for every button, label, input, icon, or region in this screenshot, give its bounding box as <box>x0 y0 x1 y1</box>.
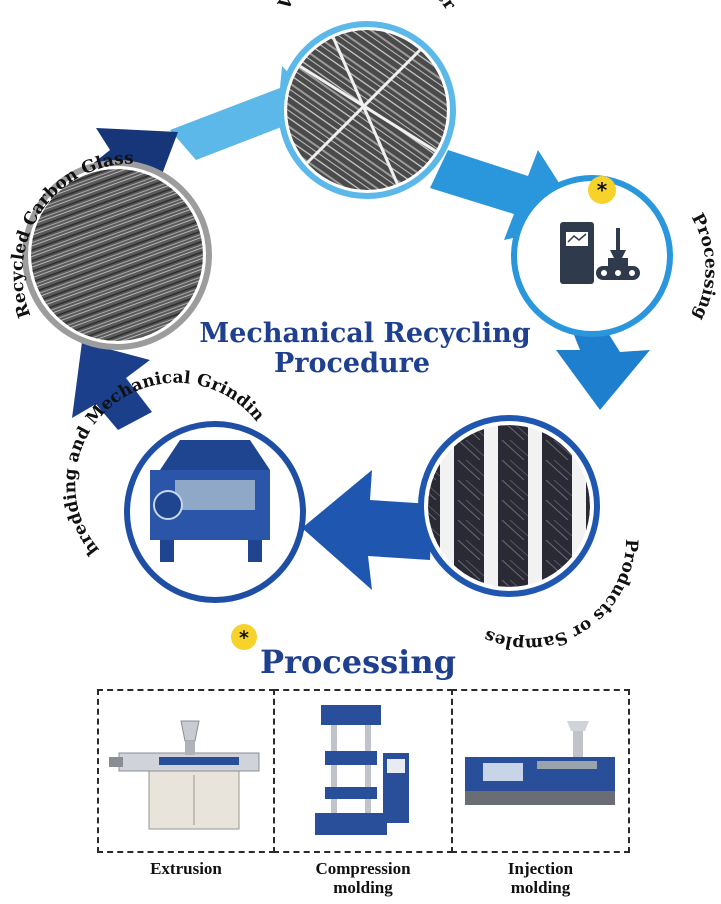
injection-machine-icon <box>465 721 615 805</box>
processing-heading-marker: * <box>239 627 249 649</box>
stage-processing: * Processing <box>511 175 721 337</box>
processing-methods-panel <box>97 689 630 853</box>
carbon-samples-photo <box>428 425 590 587</box>
method-cell-injection-molding <box>451 689 630 853</box>
stage-products-or-samples: Products or Samples <box>418 415 641 654</box>
extruder-machine-icon <box>109 720 260 830</box>
stage-label-processing: Processing <box>687 210 721 323</box>
arrow-processing-to-products <box>556 320 650 410</box>
stage-virgin-carbon-fiber: Virgin Carbon Fiber <box>274 0 460 199</box>
marker-dot-icon <box>588 176 616 204</box>
method-cell-extrusion <box>97 689 275 853</box>
arrow-shredding-to-recycled <box>72 342 152 430</box>
marker-dot-icon <box>231 624 257 650</box>
method-label-extrusion: Extrusion <box>150 859 222 878</box>
arrow-products-to-shredding <box>302 470 432 590</box>
recycled-fiber-photo <box>31 169 203 341</box>
stage-recycled-carbon-glass: Recycled Carbon Glass <box>7 149 212 350</box>
processing-heading: Processing <box>260 643 456 681</box>
stage-label-virgin-carbon-fiber: Virgin Carbon Fiber <box>274 0 460 15</box>
carbon-fiber-micrograph <box>287 30 447 190</box>
center-title-line2: Procedure <box>274 348 430 379</box>
method-cell-compression-molding <box>273 689 453 853</box>
center-title-line1: Mechanical Recycling <box>199 318 530 349</box>
compression-press-icon <box>315 705 409 835</box>
shredder-machine-photo <box>150 440 270 562</box>
processing-marker-star: * <box>597 178 608 202</box>
factory-machine-icon <box>560 222 640 284</box>
